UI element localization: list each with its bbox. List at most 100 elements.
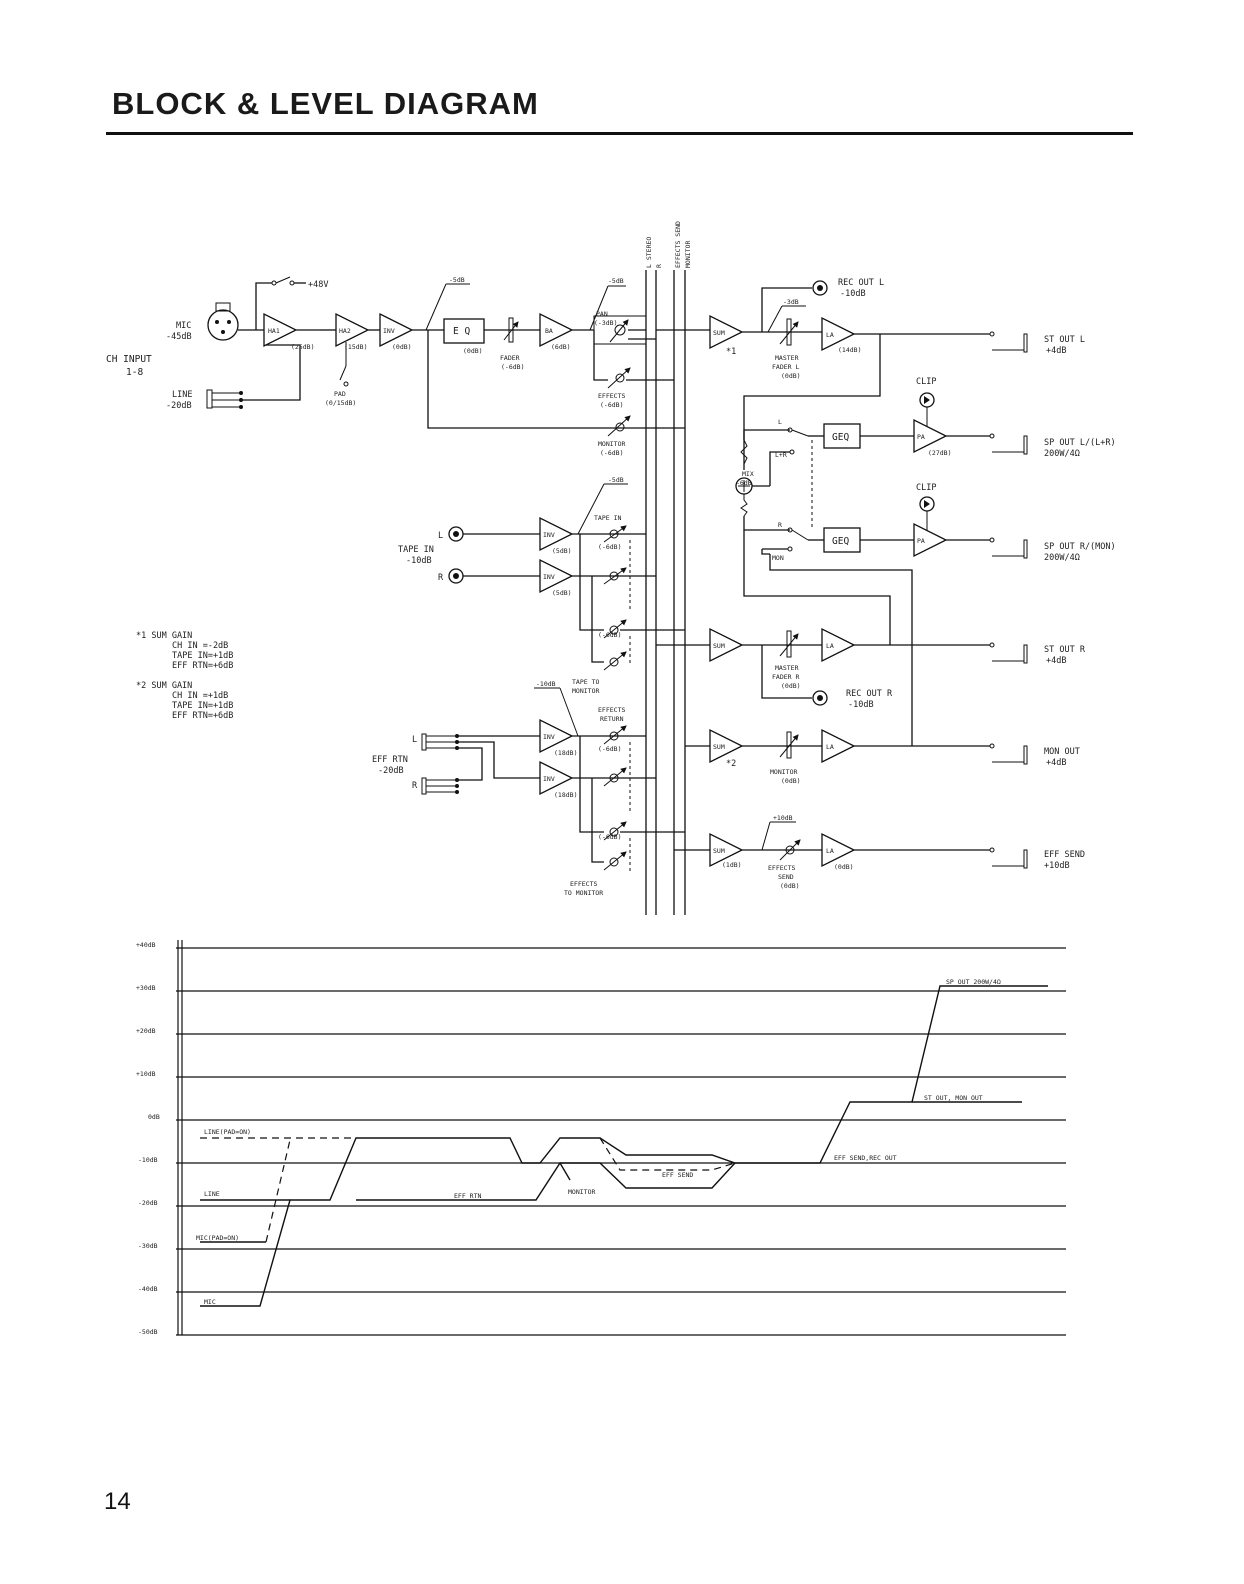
trace-labels: SP OUT 200W/4Ω ST OUT, MON OUT EFF SEND,… — [196, 978, 1001, 1306]
monitor-trace — [559, 1162, 571, 1181]
eff-rtn-level: -20dB — [378, 766, 404, 776]
master-l-value: (0dB) — [781, 372, 801, 380]
rec-out-l-level: -10dB — [840, 289, 866, 299]
la-amplifier-eff-icon — [821, 832, 856, 868]
eff-inv-r-label: INV — [543, 775, 555, 783]
y-tick-m20: -20dB — [138, 1199, 158, 1207]
ha1-label: HA1 — [268, 327, 280, 335]
inv-label: INV — [383, 327, 395, 335]
ha2-gain: (15dB) — [344, 343, 367, 351]
tape-inv-l-icon — [539, 516, 574, 552]
ch-input-range: 1-8 — [126, 367, 143, 378]
speaker-out-section: MIX -6dB L L+R GEQ PA (27dB) — [735, 377, 1116, 746]
st-out-r-level: +4dB — [1046, 656, 1066, 666]
sum-gain-notes: *1 SUM GAIN CH IN =-2dB TAPE IN=+1dB EFF… — [136, 631, 233, 721]
master-l-label2: FADER L — [772, 363, 799, 371]
channel-fader-icon — [503, 317, 519, 343]
label-line-pad: LINE(PAD=ON) — [204, 1128, 251, 1136]
note2-line1: *2 SUM GAIN — [136, 681, 192, 691]
la-amplifier-r-icon — [821, 627, 856, 663]
note1-line3: TAPE IN=+1dB — [172, 651, 233, 661]
label-eff-rtn: EFF RTN — [454, 1192, 481, 1200]
ba-gain: (6dB) — [551, 343, 571, 351]
la-amplifier-mon-icon — [821, 728, 856, 764]
monitor-dash-trace — [599, 1137, 736, 1171]
channel-input-section: CH INPUT 1-8 MIC -45dB LINE -20dB — [106, 276, 685, 457]
tape-in-r-label: R — [438, 573, 444, 583]
label-line: LINE — [204, 1190, 220, 1198]
y-tick-0: 0dB — [148, 1113, 160, 1121]
sp-out-r-label: SP OUT R/(MON) — [1044, 542, 1116, 552]
pan-value: (-3dB) — [594, 319, 617, 327]
tape-inv-r-gain: (5dB) — [552, 589, 572, 597]
fader-value: (-6dB) — [501, 363, 524, 371]
tape-in-level: -10dB — [406, 556, 432, 566]
line-label: LINE — [172, 390, 192, 400]
eff-rtn-l-label: L — [412, 735, 417, 745]
pa-l-label: PA — [917, 433, 925, 441]
tape-to-monitor-label2: MONITOR — [572, 687, 599, 695]
effects-return-label: EFFECTS — [598, 706, 625, 714]
fader-label: FADER — [500, 354, 520, 362]
ba-label: BA — [545, 327, 553, 335]
y-tick-m30: -30dB — [138, 1242, 158, 1250]
eq-label: E Q — [453, 326, 470, 337]
label-st-out: ST OUT, MON OUT — [924, 1094, 983, 1102]
sp-out-l-label: SP OUT L/(L+R) — [1044, 438, 1116, 448]
bus-label-r: R — [655, 264, 663, 268]
pa-l-gain: (27dB) — [928, 449, 951, 457]
mon-out-label: MON OUT — [1044, 747, 1080, 757]
switch-mon-label: MON — [772, 554, 784, 562]
sp-out-r-level: 200W/4Ω — [1044, 553, 1080, 563]
la-l-gain: (14dB) — [838, 346, 861, 354]
tape-inv-r-icon — [539, 558, 574, 594]
title-rule — [106, 132, 1133, 135]
inv-amplifier-icon — [379, 312, 414, 348]
tape-in-section-label: TAPE IN — [594, 514, 621, 522]
level-mark-eff-rtn: -10dB — [536, 680, 556, 688]
tape-in-section: L TAPE IN -10dB R INV (5dB) INV (5dB) -5… — [398, 476, 685, 695]
note1-line4: EFF RTN=+6dB — [172, 661, 233, 671]
sp-out-l-level: 200W/4Ω — [1044, 449, 1080, 459]
rec-out-r-label: REC OUT R — [846, 689, 893, 699]
inv-gain: (0dB) — [392, 343, 412, 351]
level-mark-eff-send: +10dB — [773, 814, 793, 822]
pa-r-label: PA — [917, 537, 925, 545]
master-l-label: MASTER — [775, 354, 799, 362]
st-out-l-level: +4dB — [1046, 346, 1066, 356]
ha2-label: HA2 — [339, 327, 351, 335]
effects-to-monitor-value: (-6dB) — [598, 833, 621, 841]
effects-return-value: (-6dB) — [598, 745, 621, 753]
label-monitor: MONITOR — [568, 1188, 595, 1196]
phantom-power-label: +48V — [308, 280, 328, 290]
geq-r-label: GEQ — [832, 536, 849, 547]
clip-l-label: CLIP — [916, 377, 936, 387]
label-mic-pad: MIC(PAD=ON) — [196, 1234, 239, 1242]
tape-to-monitor-label: TAPE TO — [572, 678, 599, 686]
mix-buses: L STEREO R EFFECTS SEND MONITOR — [645, 221, 692, 915]
y-tick-30: +30dB — [136, 984, 156, 992]
mic-pad-dash-trace — [265, 1139, 291, 1243]
la-eff-gain: (0dB) — [834, 863, 854, 871]
geq-l-block — [823, 423, 861, 449]
ha2-amplifier-icon — [335, 312, 370, 348]
monitor-fader-label: MONITOR — [770, 768, 797, 776]
gridlines — [176, 947, 1066, 1336]
tape-in-section-value: (-6dB) — [598, 543, 621, 551]
level-mark-ch-1: -5dB — [449, 276, 465, 284]
eff-inv-r-gain: (18dB) — [554, 791, 577, 799]
sum-amplifier-r-icon — [709, 627, 744, 663]
effects-send-label2: SEND — [778, 873, 794, 881]
ha1-amplifier-icon — [263, 312, 298, 348]
switch-l-label: L — [778, 418, 782, 426]
rec-out-l-label: REC OUT L — [838, 278, 884, 288]
level-mark-master-l: -3dB — [783, 298, 799, 306]
pa-amplifier-l-icon — [913, 418, 948, 454]
tape-in-l-label: L — [438, 531, 443, 541]
level-mark-ch-2: -5dB — [608, 277, 624, 285]
eff-inv-l-label: INV — [543, 733, 555, 741]
pad-label: PAD — [334, 390, 346, 398]
eq-block — [443, 318, 485, 344]
level-traces — [200, 985, 1048, 1307]
la-eff-label: LA — [826, 847, 834, 855]
